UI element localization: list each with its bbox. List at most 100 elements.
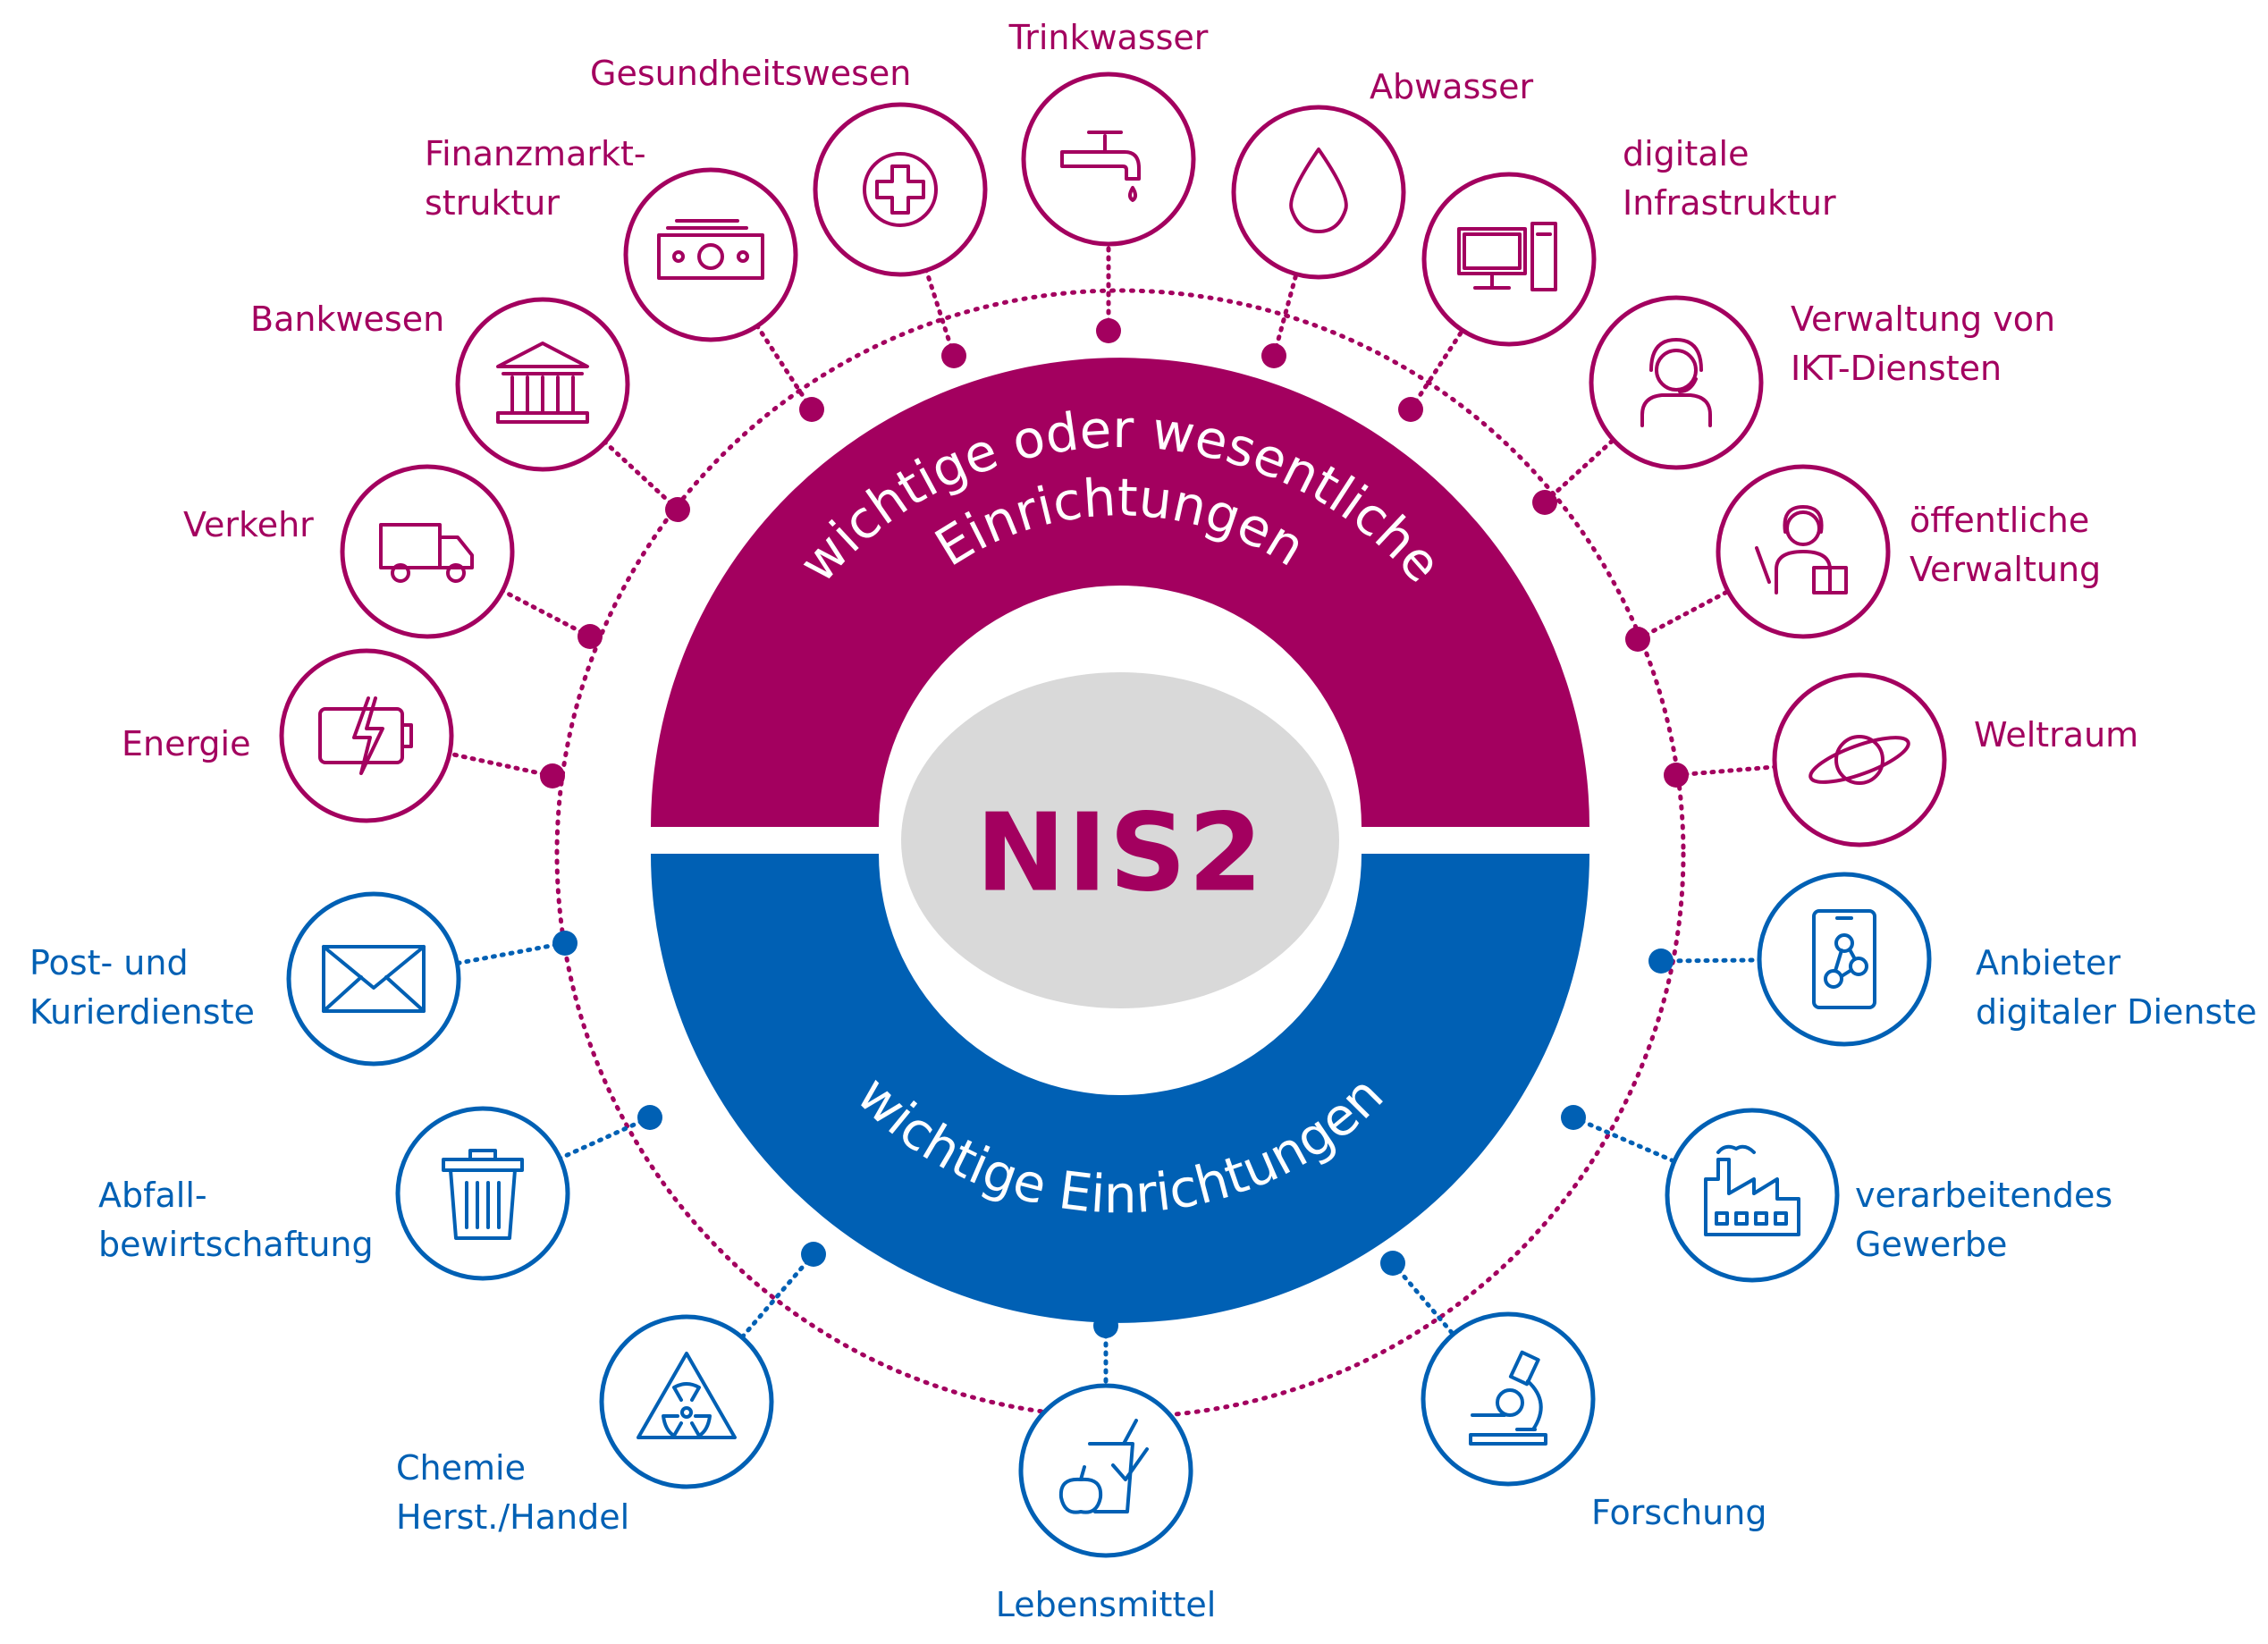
sector-node-trinkwasser — [1021, 72, 1196, 247]
factory-icon — [1704, 1144, 1800, 1236]
center-title: NIS2 — [975, 791, 1265, 916]
ring-dot-gewerbe — [1561, 1105, 1586, 1130]
sector-label-gesundheit: Gesundheitswesen — [590, 49, 911, 98]
center-disc — [901, 672, 1339, 1008]
sector-label-finanzmarkt: Finanzmarkt-struktur — [425, 130, 646, 228]
sector-node-chemie — [599, 1314, 774, 1489]
lower-band — [651, 854, 1589, 1323]
ring-dot-gesundheit — [941, 343, 966, 368]
sector-label-bankwesen: Bankwesen — [250, 295, 444, 344]
sector-node-abfall — [395, 1106, 570, 1281]
sector-node-weltraum — [1772, 672, 1947, 847]
sector-label-line: Verwaltung — [1910, 550, 2102, 590]
radiation-hazard-icon — [637, 1352, 737, 1439]
upper-band — [651, 358, 1589, 827]
ring-dot-forschung — [1380, 1251, 1405, 1276]
connector-forschung — [1390, 1260, 1456, 1337]
water-tap-icon — [1060, 131, 1141, 202]
sector-label-line: Verkehr — [183, 505, 314, 544]
planet-icon — [1808, 735, 1910, 785]
sector-label-line: Verwaltung von — [1791, 299, 2056, 339]
ring-dot-abwasser — [1261, 343, 1286, 368]
sector-node-abwasser — [1231, 105, 1406, 280]
sector-label-line: Finanzmarkt- — [425, 134, 646, 173]
sector-label-line: Weltraum — [1974, 715, 2139, 755]
headset-person-icon — [1640, 338, 1712, 427]
connector-energie — [447, 751, 555, 779]
connector-abwasser — [1271, 272, 1299, 358]
sector-node-lebensmittel — [1018, 1383, 1193, 1558]
sector-label-line: Lebensmittel — [995, 1585, 1217, 1624]
sector-label-trinkwasser: Trinkwasser — [1009, 13, 1209, 63]
sector-label-line: Bankwesen — [250, 299, 445, 339]
sector-label-line: Post- und — [30, 943, 189, 982]
sector-node-gewerbe — [1665, 1108, 1840, 1283]
sector-label-line: Abwasser — [1370, 67, 1534, 106]
connector-digitale-infra — [1408, 327, 1465, 412]
microscope-icon — [1469, 1350, 1547, 1446]
sector-label-line: Kurierdienste — [30, 992, 255, 1033]
sector-label-line: Energie — [122, 724, 251, 763]
sector-label-line: struktur — [425, 183, 561, 223]
ring-dot-energie — [540, 763, 565, 788]
sector-node-post — [286, 891, 461, 1066]
sector-label-line: öffentliche — [1910, 501, 2090, 540]
ring-dot-verwaltung — [1625, 627, 1650, 652]
ring-dot-trinkwasser — [1096, 318, 1121, 343]
connector-chemie — [739, 1252, 816, 1340]
computer-icon — [1457, 222, 1557, 291]
water-drop-icon — [1289, 148, 1348, 233]
ring-dot-lebensmittel — [1093, 1313, 1118, 1338]
truck-icon — [379, 523, 474, 583]
sector-label-line: Gewerbe — [1855, 1225, 2008, 1265]
envelope-icon — [322, 945, 426, 1013]
connector-weltraum — [1674, 764, 1777, 778]
sector-label-line: Forschung — [1591, 1493, 1767, 1532]
sector-label-anbieter: Anbieter digitaler Dienste — [1976, 939, 2257, 1037]
ring-dot-abfall — [637, 1105, 662, 1130]
ring-dot-digitale-infra — [1398, 397, 1423, 422]
sector-label-line: bewirtschaftung — [98, 1225, 374, 1265]
ring-dot-anbieter — [1648, 948, 1674, 974]
sector-label-lebensmittel: Lebensmittel — [996, 1581, 1217, 1630]
sector-label-line: Gesundheitswesen — [590, 54, 912, 93]
ring-dot-chemie — [801, 1242, 826, 1267]
battery-icon — [318, 696, 413, 775]
teacher-icon — [1755, 505, 1848, 594]
banknotes-icon — [657, 219, 764, 280]
ring-dot-bankwesen — [665, 497, 690, 522]
sector-label-line: Infrastruktur — [1623, 183, 1836, 223]
sector-node-bankwesen — [455, 297, 630, 472]
smartphone-network-icon — [1812, 909, 1876, 1009]
connector-post — [454, 940, 568, 966]
sector-node-ikt — [1589, 295, 1764, 470]
sector-label-abfall: Abfall-bewirtschaftung — [98, 1171, 374, 1269]
connector-ikt — [1542, 437, 1616, 505]
sector-label-verkehr: Verkehr — [183, 501, 314, 550]
connector-bankwesen — [603, 440, 680, 512]
ring-dot-weltraum — [1664, 763, 1689, 788]
sector-label-line: Anbieter — [1976, 943, 2121, 982]
ring-dot-ikt — [1532, 490, 1557, 515]
ring-dot-post — [552, 931, 578, 956]
sector-node-forschung — [1421, 1311, 1596, 1487]
connector-verwaltung — [1635, 588, 1731, 642]
medical-cross-icon — [863, 152, 938, 227]
sector-node-finanzmarkt — [623, 167, 798, 342]
sector-node-energie — [279, 648, 454, 823]
sector-label-line: verarbeitendes — [1855, 1176, 2113, 1215]
connector-gewerbe — [1571, 1115, 1677, 1164]
connector-anbieter — [1658, 957, 1762, 964]
trash-bin-icon — [442, 1149, 524, 1240]
sector-label-line: digitale — [1623, 134, 1749, 173]
sector-node-verkehr — [340, 464, 515, 639]
sector-label-line: digitaler Dienste — [1976, 992, 2257, 1033]
sector-node-anbieter — [1757, 872, 1932, 1047]
